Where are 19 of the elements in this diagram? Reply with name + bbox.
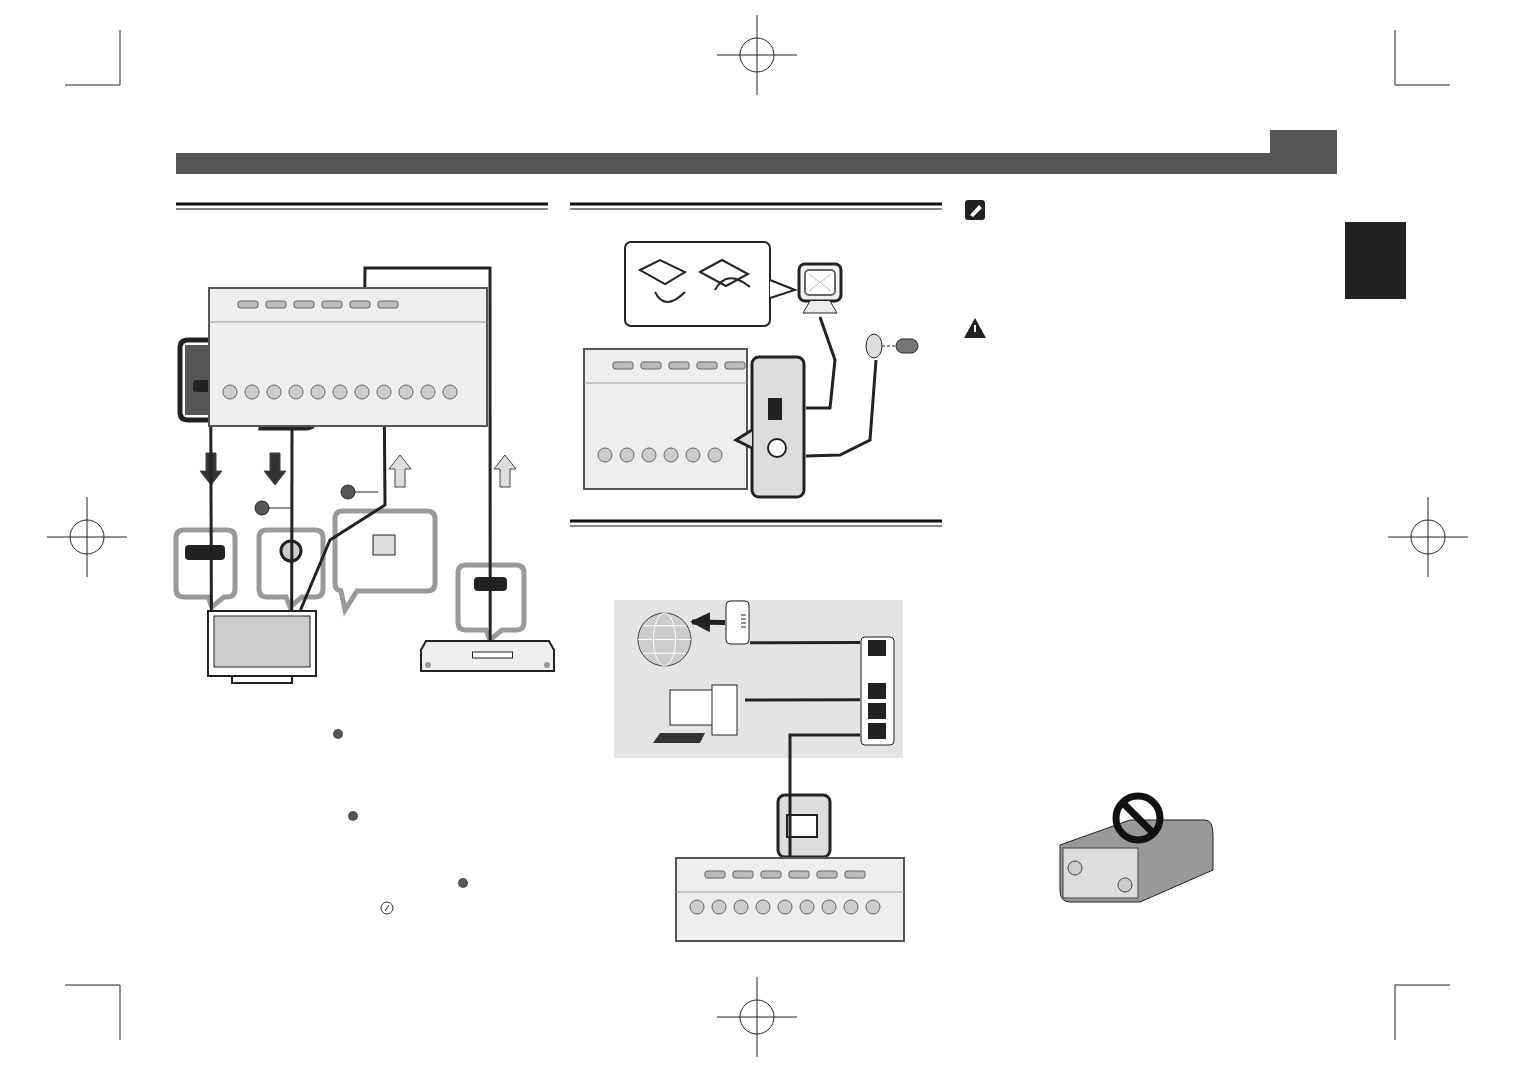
globe-icon bbox=[637, 612, 692, 667]
receiver-panel-drawing bbox=[583, 348, 806, 498]
router-drawing bbox=[725, 600, 750, 645]
hub-drawing bbox=[860, 636, 895, 746]
receiver-panel-drawing bbox=[675, 857, 905, 942]
wire-antenna-drawing bbox=[865, 332, 920, 360]
cable bbox=[805, 359, 878, 458]
cable bbox=[788, 733, 860, 857]
cable bbox=[299, 427, 387, 611]
disc-player-drawing bbox=[420, 640, 555, 675]
side-tab bbox=[1345, 222, 1406, 299]
cable bbox=[806, 316, 837, 410]
arrow bbox=[690, 612, 726, 633]
tv-drawing bbox=[207, 610, 317, 685]
cable bbox=[290, 427, 294, 610]
receiver-panel-drawing bbox=[208, 287, 488, 427]
cable bbox=[745, 698, 860, 702]
loop-antenna-drawing bbox=[795, 262, 845, 317]
cable bbox=[750, 641, 860, 645]
